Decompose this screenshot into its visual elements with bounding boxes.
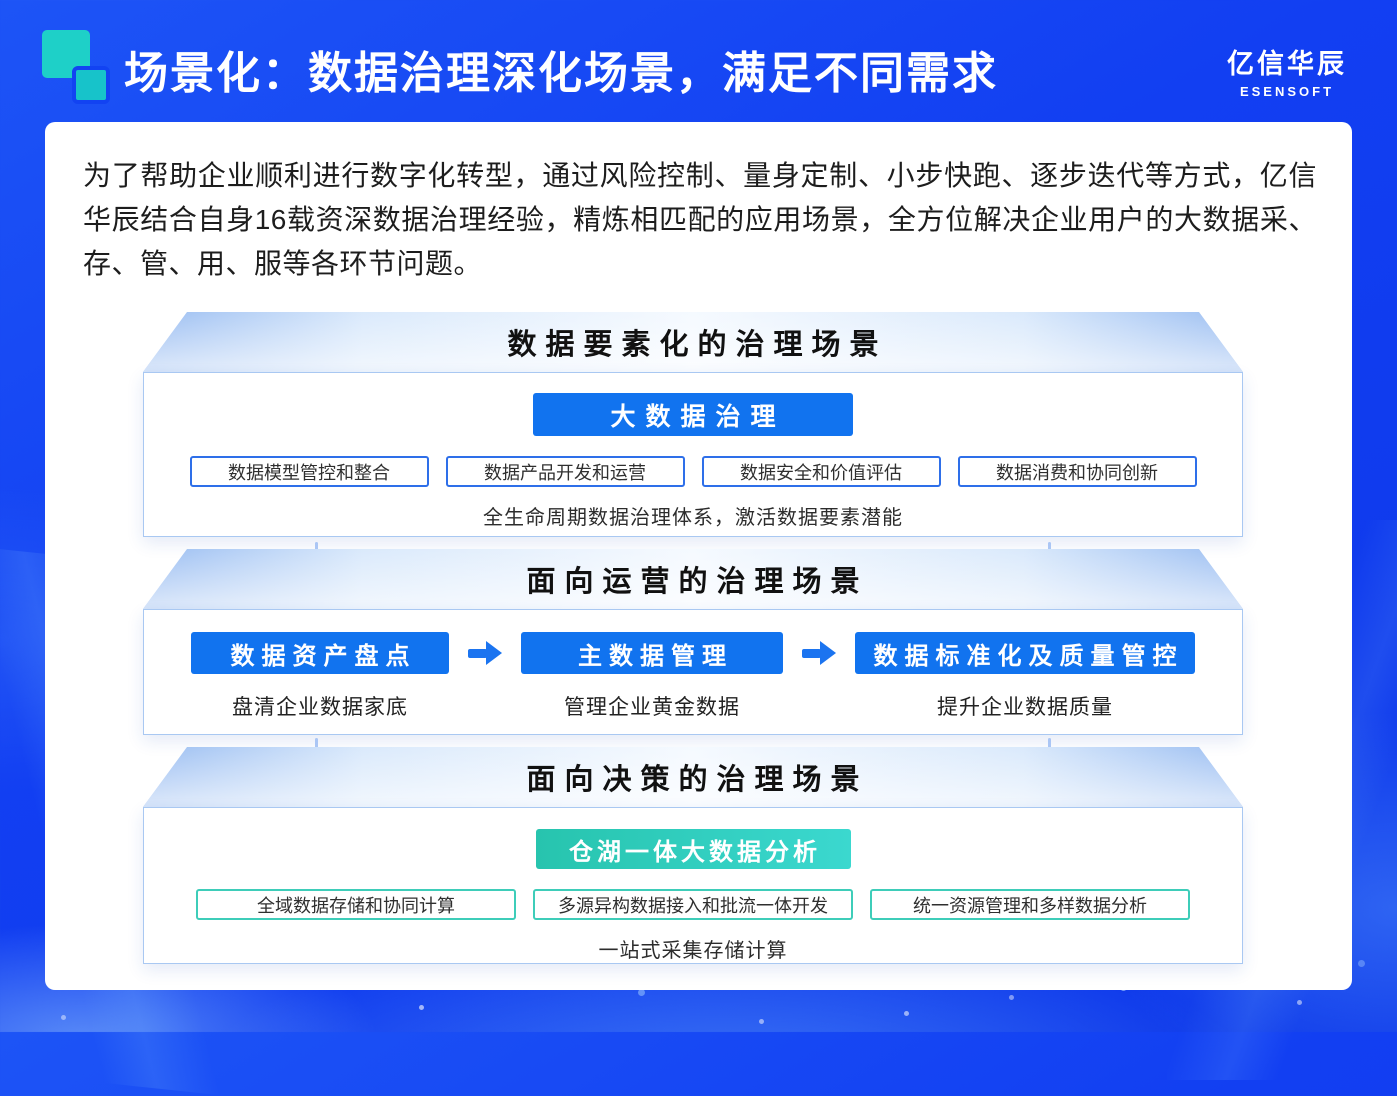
step-data-standardization: 数据标准化及质量管控 提升企业数据质量 — [855, 632, 1195, 721]
brand-mark-icon — [42, 30, 110, 104]
section-operations-body: 数据资产盘点 盘清企业数据家底 主数据管理 管理企业黄金数据 数据标准化及质量管… — [143, 609, 1243, 735]
elements-item-box-1: 数据模型管控和整合 — [189, 456, 429, 487]
slide-header: 场景化：数据治理深化场景，满足不同需求 亿信华辰 ESENSOFT — [0, 0, 1397, 122]
section-operations-header: 面向运营的治理场景 — [143, 549, 1243, 609]
section-elements-body: 大数据治理 数据模型管控和整合 数据产品开发和运营 数据安全和价值评估 数据消费… — [143, 372, 1243, 537]
section-operations-title: 面向运营的治理场景 — [526, 566, 869, 598]
step-caption-2: 管理企业黄金数据 — [564, 696, 740, 719]
arrow-right-icon — [797, 632, 841, 674]
step-master-data-management: 主数据管理 管理企业黄金数据 — [521, 632, 783, 721]
section-elements-title: 数据要素化的治理场景 — [507, 329, 888, 361]
arrow-right-icon — [463, 632, 507, 674]
brand-logo: 亿信华辰 ESENSOFT — [1227, 42, 1347, 99]
big-data-governance-button: 大数据治理 — [533, 393, 853, 436]
lakehouse-analytics-button: 仓湖一体大数据分析 — [535, 829, 851, 869]
brand-name: 亿信华辰 — [1227, 49, 1347, 79]
data-standardization-button: 数据标准化及质量管控 — [855, 632, 1195, 674]
section-elements-header: 数据要素化的治理场景 — [143, 312, 1243, 372]
brand-subtitle: ESENSOFT — [1239, 84, 1335, 99]
section-decision-body: 仓湖一体大数据分析 全域数据存储和协同计算 多源异构数据接入和批流一体开发 统一… — [143, 807, 1243, 964]
decision-item-box-1: 全域数据存储和协同计算 — [196, 889, 516, 920]
elements-item-box-3: 数据安全和价值评估 — [701, 456, 941, 487]
section-decision-header: 面向决策的治理场景 — [143, 747, 1243, 807]
step-caption-3: 提升企业数据质量 — [937, 696, 1113, 719]
section-decision-items-row: 全域数据存储和协同计算 多源异构数据接入和批流一体开发 统一资源管理和多样数据分… — [196, 889, 1190, 920]
section-elements-caption: 全生命周期数据治理体系，激活数据要素潜能 — [483, 507, 903, 529]
intro-paragraph: 为了帮助企业顺利进行数字化转型，通过风险控制、量身定制、小步快跑、逐步迭代等方式… — [83, 160, 1317, 279]
step-data-asset-inventory: 数据资产盘点 盘清企业数据家底 — [191, 632, 449, 721]
decision-item-box-2: 多源异构数据接入和批流一体开发 — [533, 889, 853, 920]
section-elements-items-row: 数据模型管控和整合 数据产品开发和运营 数据安全和价值评估 数据消费和协同创新 — [189, 456, 1197, 487]
section-decision-caption: 一站式采集存储计算 — [598, 940, 788, 962]
page-title: 场景化：数据治理深化场景，满足不同需求 — [124, 49, 998, 98]
step-caption-1: 盘清企业数据家底 — [232, 696, 408, 719]
elements-item-box-4: 数据消费和协同创新 — [957, 456, 1197, 487]
brand-mark-square-small — [72, 66, 110, 104]
data-asset-inventory-button: 数据资产盘点 — [191, 632, 449, 674]
master-data-management-button: 主数据管理 — [521, 632, 783, 674]
elements-item-box-2: 数据产品开发和运营 — [445, 456, 685, 487]
section-decision-title: 面向决策的治理场景 — [526, 764, 869, 796]
operations-steps-row: 数据资产盘点 盘清企业数据家底 主数据管理 管理企业黄金数据 数据标准化及质量管… — [191, 632, 1195, 721]
content-card: 为了帮助企业顺利进行数字化转型，通过风险控制、量身定制、小步快跑、逐步迭代等方式… — [45, 122, 1352, 990]
decision-item-box-3: 统一资源管理和多样数据分析 — [870, 889, 1190, 920]
